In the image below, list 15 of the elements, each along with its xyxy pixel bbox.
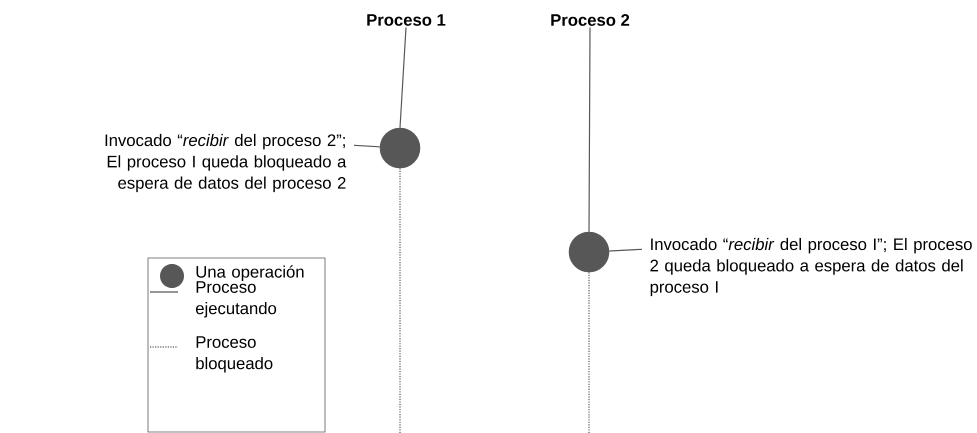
leader-line bbox=[354, 144, 380, 148]
process-line bbox=[399, 27, 407, 128]
process-line bbox=[588, 272, 590, 433]
operation-circle bbox=[380, 128, 420, 168]
process-line bbox=[588, 28, 591, 232]
legend-text: Proceso bloqueado bbox=[196, 336, 272, 373]
legend-text: Proceso ejecutando bbox=[196, 281, 276, 318]
process-heading: Proceso 1 bbox=[367, 14, 446, 26]
process-heading: Proceso 2 bbox=[551, 14, 630, 26]
annotation-text: Invocado “recibir del proceso 2”; El proceso I queda bloqueado a espera de datos del proceso 2 bbox=[106, 134, 346, 192]
operation-circle bbox=[568, 232, 610, 272]
annotation-text: Invocado “recibir del proceso I”; El proceso 2 queda bloqueado a espera de datos del proceso I bbox=[650, 238, 972, 296]
leader-line bbox=[609, 248, 642, 252]
process-line bbox=[399, 168, 401, 433]
legend-text: Una operación bbox=[196, 265, 304, 281]
